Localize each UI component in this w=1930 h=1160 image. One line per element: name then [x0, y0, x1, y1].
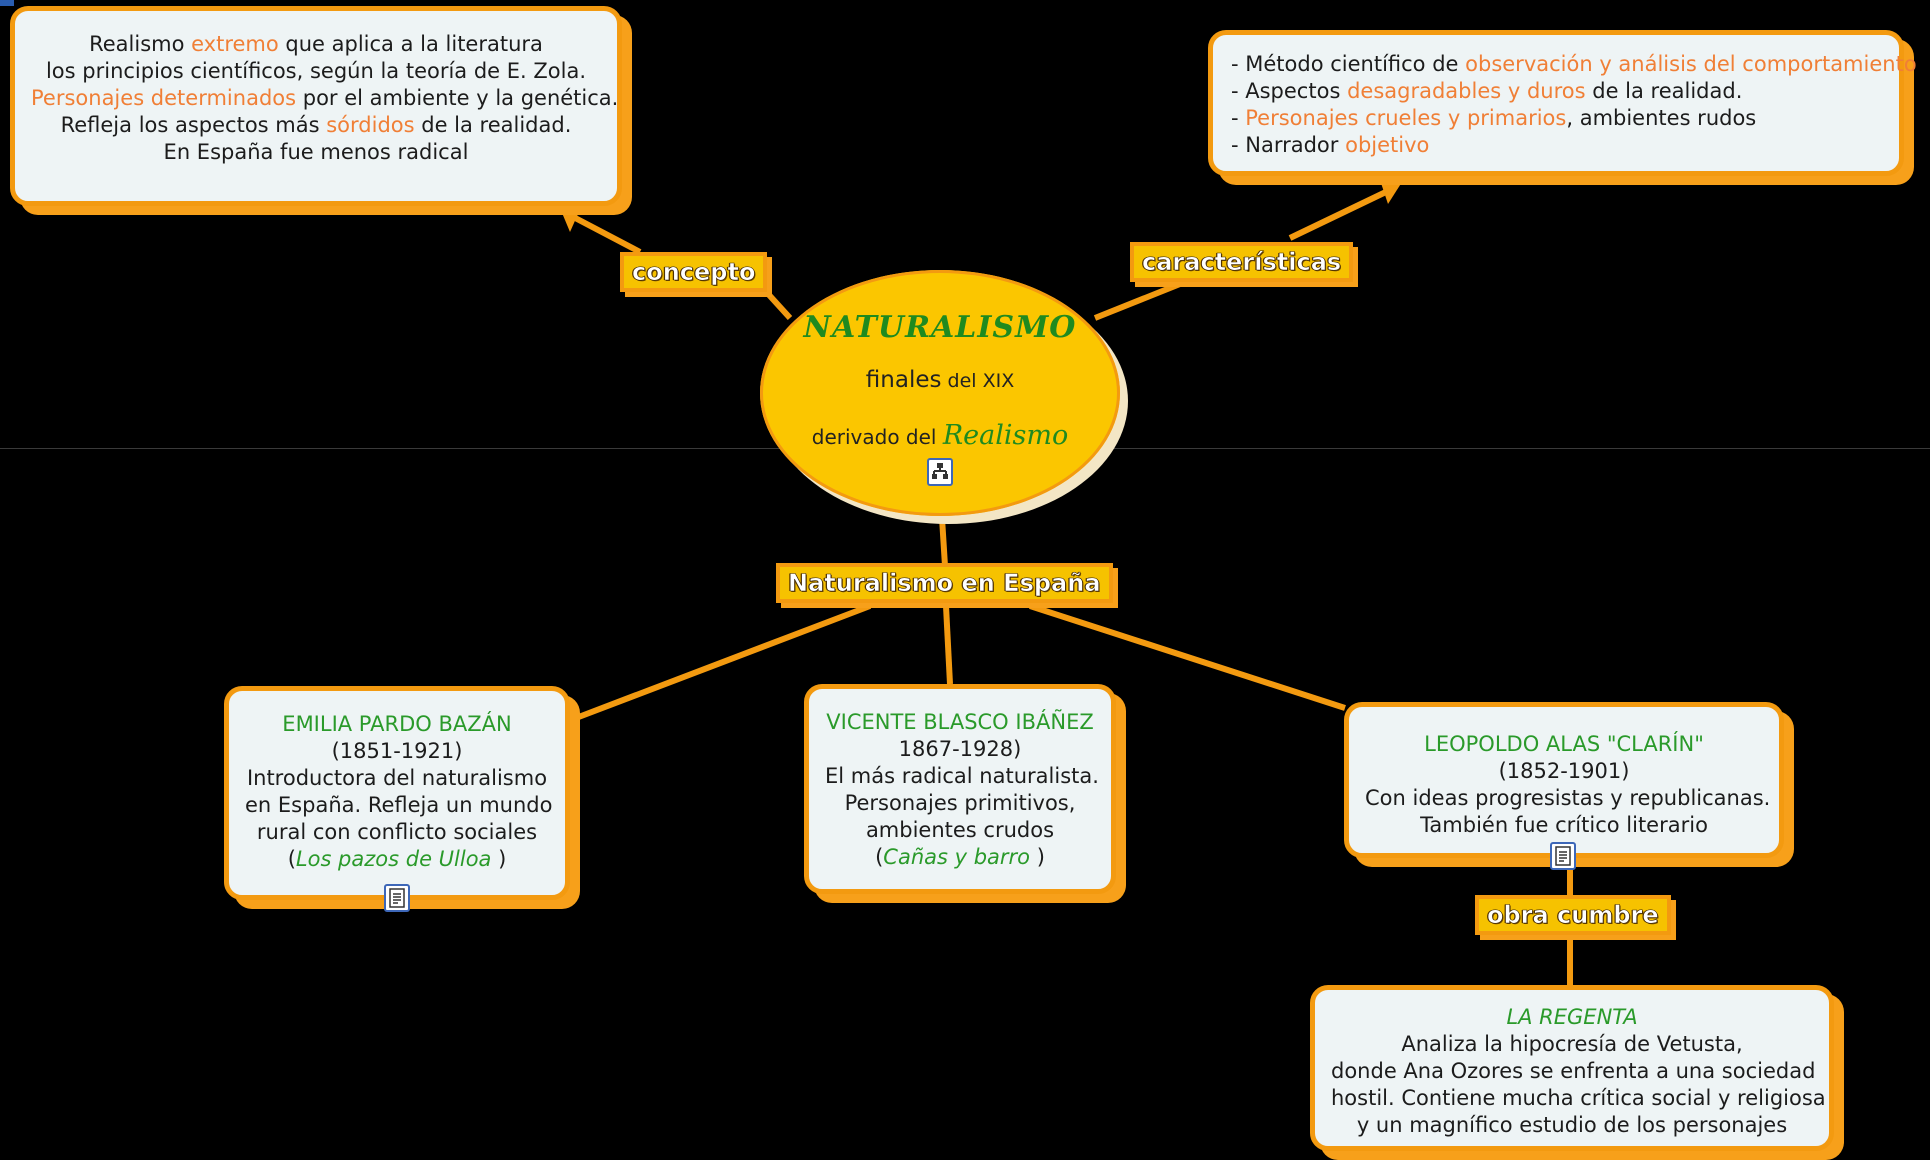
central-period: finales del XIX [865, 367, 1015, 393]
link-label-masterpiece: obra cumbre [1475, 895, 1671, 935]
author-box-blasco-ibanez: VICENTE BLASCO IBÁÑEZ 1867-1928) El más … [804, 684, 1116, 894]
features-box: - Método científico de observación y aná… [1208, 30, 1917, 176]
line-center-spain [939, 517, 948, 567]
line-spain-blasco [943, 605, 953, 685]
central-origin: derivado del Realismo [811, 420, 1069, 451]
submap-icon[interactable] [927, 458, 953, 486]
line-spain-pardo [574, 603, 872, 721]
features-pointer [1380, 180, 1402, 204]
note-icon-clarin[interactable] [1550, 842, 1576, 870]
work-box-la-regenta: LA REGENTA Analiza la hipocresía de Vetu… [1310, 985, 1834, 1151]
central-concept-node[interactable]: NATURALISMO finales del XIX derivado del… [760, 270, 1120, 516]
note-icon-pardo[interactable] [384, 884, 410, 912]
line-features-box [1288, 187, 1392, 241]
corner-marker [0, 0, 14, 6]
link-label-concept: concepto [620, 252, 768, 292]
central-title: NATURALISMO [803, 310, 1077, 345]
concept-box: Realismo extremo que aplica a la literat… [10, 6, 622, 206]
line-spain-clarin [1029, 603, 1346, 711]
link-label-spain: Naturalismo en España [776, 563, 1113, 603]
line-features-center [1093, 277, 1192, 321]
author-box-pardo-bazan: EMILIA PARDO BAZÁN (1851-1921) Introduct… [224, 686, 570, 900]
link-label-features: características [1130, 242, 1354, 282]
author-box-clarin: LEOPOLDO ALAS "CLARÍN" (1852-1901) Con i… [1344, 702, 1784, 858]
